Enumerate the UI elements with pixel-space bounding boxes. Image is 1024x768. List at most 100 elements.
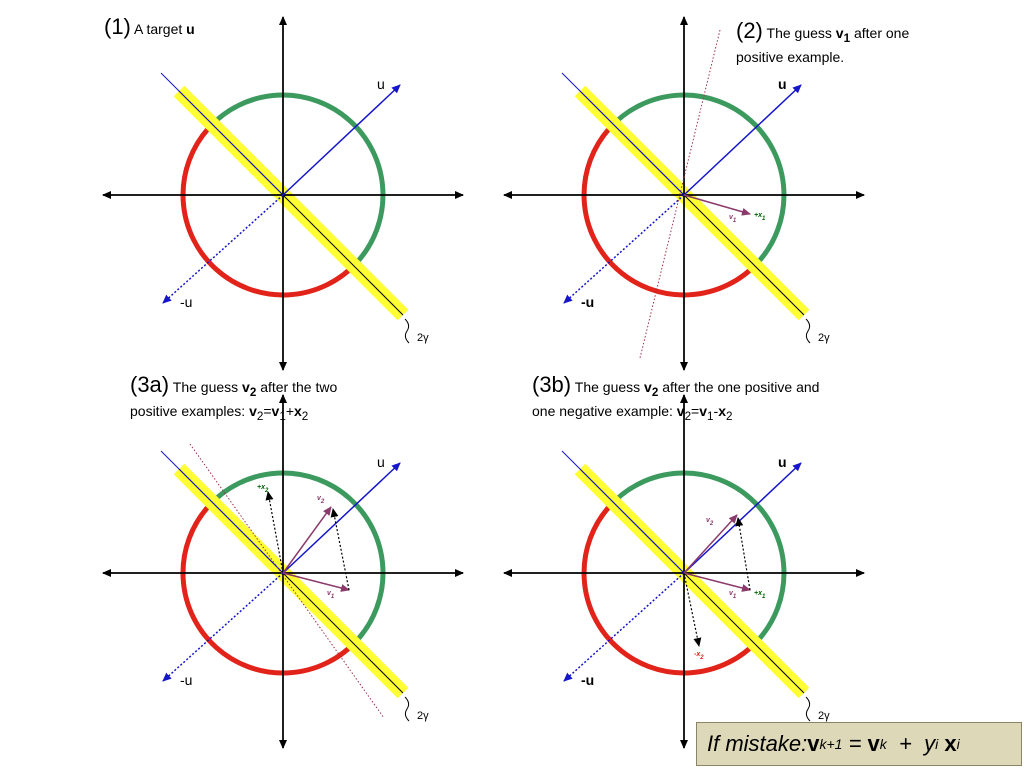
caption-panel-3b: (3b) The guess v 2 after the one positive… <box>532 374 820 426</box>
panel-number: (2) <box>736 18 763 43</box>
caption-panel-2: (2) The guess v1 after one positive exam… <box>736 20 910 66</box>
minus-x2-translated <box>735 517 751 591</box>
minus-x2-vector <box>683 572 702 647</box>
negative-arc <box>581 126 761 298</box>
boundary-extension <box>561 450 685 574</box>
panel-number: (3a) <box>130 372 170 397</box>
eq-part: x <box>294 402 302 419</box>
margin-bracket <box>404 318 410 344</box>
negative-target-vector <box>563 194 685 304</box>
x2-vector <box>265 491 284 574</box>
negative-arc <box>180 504 360 676</box>
caption-text: A target <box>134 21 187 37</box>
target-vector-u <box>683 84 802 196</box>
eq-part: v <box>699 402 708 419</box>
negative-target-vector <box>162 194 284 304</box>
eq-part: 2 <box>256 409 264 423</box>
v2-vector <box>683 514 738 574</box>
formula-sub-i2: i <box>956 736 960 752</box>
caption-line-2: positive example. <box>736 48 845 65</box>
u-label: u <box>778 454 787 470</box>
v2-vector <box>282 506 332 574</box>
v1-vector <box>282 572 350 592</box>
boundary-extension <box>160 450 284 574</box>
v2-label: v2 <box>706 517 714 527</box>
formula-prefix: If mistake: <box>707 731 808 756</box>
neg-u-label: -u <box>180 294 192 310</box>
eq-part: 2 <box>301 409 309 423</box>
formula-x: x <box>944 731 957 756</box>
formula-v: v <box>807 731 820 756</box>
caption-text-2: after the one positive and <box>658 379 820 395</box>
panel-1: u -u 2γ <box>102 16 464 371</box>
gamma-label: 2γ <box>417 710 429 722</box>
caption-text-2: after the two <box>256 379 338 395</box>
caption-line-2: one negative example: <box>532 402 677 419</box>
formula-vk: v <box>867 731 880 756</box>
u-label: u <box>377 76 385 92</box>
caption-sub: 2 <box>651 385 659 399</box>
guess-hyperplane <box>639 29 721 359</box>
eq-part: v <box>676 402 685 419</box>
gamma-label: 2γ <box>818 332 830 344</box>
plus-x1-label: +x1 <box>754 590 766 600</box>
u-label: u <box>377 454 385 470</box>
eq-part: = <box>691 402 700 419</box>
neg-u-label: -u <box>581 672 594 688</box>
positive-arc <box>607 92 787 264</box>
eq-part: = <box>263 402 272 419</box>
eq-part: + <box>285 402 294 419</box>
caption-panel-1: (1) A target u <box>104 16 195 38</box>
target-vector-u <box>282 84 401 196</box>
formula-sub-i: i <box>935 736 939 752</box>
negative-arc <box>180 126 360 298</box>
margin-bracket <box>404 696 410 722</box>
formula-sub-k1: k+1 <box>819 736 843 752</box>
panel-number: (3b) <box>532 372 572 397</box>
u-label: u <box>778 76 787 92</box>
x2-translated <box>330 508 350 591</box>
caption-panel-3a: (3a) The guess v2 after the two positive… <box>130 374 338 426</box>
eq-part: 1 <box>707 409 714 423</box>
v1-label: v1 <box>729 214 737 224</box>
plus-x2-label: +x2 <box>257 484 269 494</box>
positive-arc <box>206 92 386 264</box>
v1-vector <box>683 194 751 216</box>
eq-part: 2 <box>725 409 733 423</box>
target-vector-u <box>282 462 401 574</box>
positive-arc <box>206 470 386 642</box>
negative-target-vector <box>563 572 685 682</box>
v1-vector <box>683 572 751 592</box>
plus-x1-label: +x1 <box>754 212 766 222</box>
formula-plus: + <box>886 731 925 756</box>
margin-bracket <box>805 318 811 344</box>
margin-bracket <box>805 696 811 722</box>
eq-part: v <box>249 402 257 419</box>
caption-bold: v <box>835 25 844 41</box>
caption-line-2: positive examples: <box>130 402 250 419</box>
v2-label: v2 <box>317 495 325 505</box>
panel-number: (1) <box>104 14 131 39</box>
formula-y: y <box>924 731 936 756</box>
gamma-label: 2γ <box>417 332 429 344</box>
negative-target-vector <box>162 572 284 682</box>
caption-text: The guess <box>766 25 836 41</box>
caption-text: The guess <box>574 379 645 395</box>
neg-u-label: -u <box>581 294 594 310</box>
caption-bold: v <box>242 379 250 395</box>
gamma-label: 2γ <box>818 710 830 722</box>
neg-u-label: -u <box>180 672 192 688</box>
caption-text: The guess <box>172 379 243 395</box>
caption-text-2: after one <box>850 25 910 41</box>
boundary-extension <box>160 72 284 196</box>
formula-eq: = <box>842 731 868 756</box>
eq-part: v <box>271 402 280 419</box>
minus-x2-label: -x2 <box>694 651 704 661</box>
boundary-extension <box>561 72 685 196</box>
caption-bold: u <box>186 21 195 37</box>
formula-sub-k: k <box>879 736 887 752</box>
